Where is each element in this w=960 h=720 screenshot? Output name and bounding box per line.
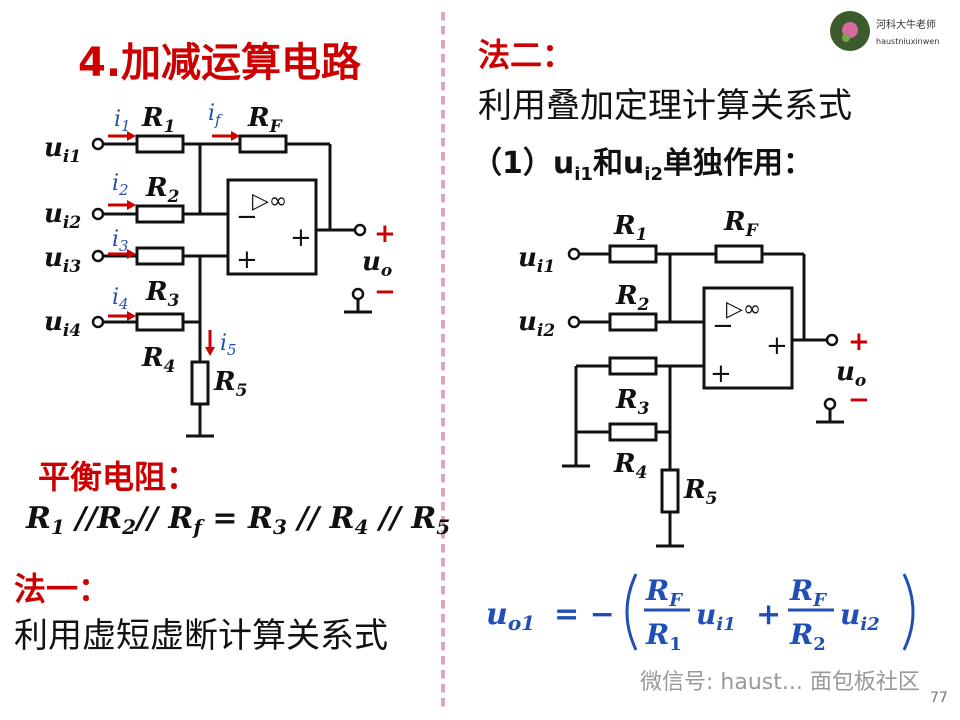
method2-step: （1）ui1和ui2单独作用： bbox=[472, 146, 813, 185]
section-divider bbox=[441, 12, 445, 712]
svg-text:▷∞: ▷∞ bbox=[726, 297, 761, 322]
balance-label: 平衡电阻： bbox=[38, 458, 199, 496]
svg-text:ui2: ui2 bbox=[840, 598, 880, 635]
svg-text:R1: R1 bbox=[645, 618, 682, 655]
svg-text:+: + bbox=[848, 327, 870, 357]
logo-subtext: haustniuxinwen bbox=[876, 37, 939, 46]
method1-text: 利用虚短虚断计算关系式 bbox=[14, 616, 388, 656]
svg-text:R2: R2 bbox=[789, 618, 826, 655]
svg-text:ui1: ui1 bbox=[518, 243, 555, 277]
svg-text:uo: uo bbox=[362, 247, 392, 281]
svg-text:+: + bbox=[710, 359, 732, 389]
svg-text:R4: R4 bbox=[141, 343, 175, 377]
page-number: 77 bbox=[930, 690, 948, 706]
svg-text:i5: i5 bbox=[220, 331, 237, 359]
svg-text:uo1: uo1 bbox=[486, 597, 535, 635]
svg-text:R3: R3 bbox=[615, 385, 650, 419]
svg-text:RF: RF bbox=[723, 207, 760, 241]
svg-text:+: + bbox=[290, 223, 312, 253]
channel-logo: 河科大牛老师 haustniuxinwen bbox=[828, 8, 950, 54]
svg-text:i4: i4 bbox=[112, 285, 129, 313]
svg-text:−: − bbox=[848, 385, 870, 415]
svg-text:R2: R2 bbox=[145, 173, 180, 207]
svg-text:uo: uo bbox=[836, 357, 866, 391]
svg-text:= −: = − bbox=[554, 597, 615, 632]
svg-text:R2: R2 bbox=[615, 281, 650, 315]
svg-text:−: − bbox=[236, 202, 258, 232]
method2-label: 法二： bbox=[478, 36, 575, 74]
svg-text:+: + bbox=[756, 597, 781, 632]
svg-text:▷∞: ▷∞ bbox=[252, 189, 287, 214]
svg-text:ui1: ui1 bbox=[44, 133, 81, 167]
method1-label: 法一： bbox=[14, 570, 111, 608]
output-formula: uo1 = − RF R1 ui1 + RF R2 ui2 bbox=[486, 573, 915, 655]
svg-text:i1: i1 bbox=[114, 107, 131, 135]
svg-text:ui2: ui2 bbox=[518, 307, 555, 341]
summing-circuit-diagram: ▷∞ − + + + − ui1 ui2 ui3 ui4 uo R1 RF R2… bbox=[44, 101, 396, 438]
svg-text:−: − bbox=[712, 311, 734, 341]
svg-text:i2: i2 bbox=[112, 171, 129, 199]
svg-text:R4: R4 bbox=[613, 449, 647, 483]
page-title: 4.加减运算电路 bbox=[78, 40, 362, 86]
svg-text:R1: R1 bbox=[613, 211, 647, 245]
svg-text:+: + bbox=[766, 331, 788, 361]
svg-text:RF: RF bbox=[789, 574, 827, 611]
svg-text:ui1: ui1 bbox=[696, 598, 736, 635]
svg-text:ui3: ui3 bbox=[44, 243, 81, 277]
svg-text:R5: R5 bbox=[213, 367, 247, 401]
svg-text:R1: R1 bbox=[141, 103, 175, 137]
svg-text:+: + bbox=[236, 245, 258, 275]
svg-text:−: − bbox=[374, 277, 396, 307]
method2-text: 利用叠加定理计算关系式 bbox=[478, 86, 852, 126]
balance-formula: R1 //R2// Rf = R3 ∕∕ R4 ∕∕ R5 bbox=[25, 501, 450, 539]
svg-text:ui2: ui2 bbox=[44, 199, 81, 233]
superposition-circuit-diagram: ▷∞ − + + + − ui1 ui2 uo R1 RF R2 R3 R4 R… bbox=[518, 207, 870, 548]
svg-text:RF: RF bbox=[645, 574, 683, 611]
svg-text:+: + bbox=[374, 219, 396, 249]
svg-text:if: if bbox=[208, 101, 223, 129]
watermark: 微信号: haust... 面包板社区 bbox=[640, 670, 920, 695]
svg-text:ui4: ui4 bbox=[44, 307, 81, 341]
svg-text:i3: i3 bbox=[112, 227, 129, 255]
svg-text:R1 //R2// Rf = R3 ∕∕ R4 ∕∕ R5: R1 //R2// Rf = R3 ∕∕ R4 ∕∕ R5 bbox=[25, 501, 450, 539]
logo-text: 河科大牛老师 bbox=[876, 18, 936, 31]
svg-text:R5: R5 bbox=[683, 475, 717, 509]
svg-text:R3: R3 bbox=[145, 277, 180, 311]
svg-text:RF: RF bbox=[247, 103, 284, 137]
